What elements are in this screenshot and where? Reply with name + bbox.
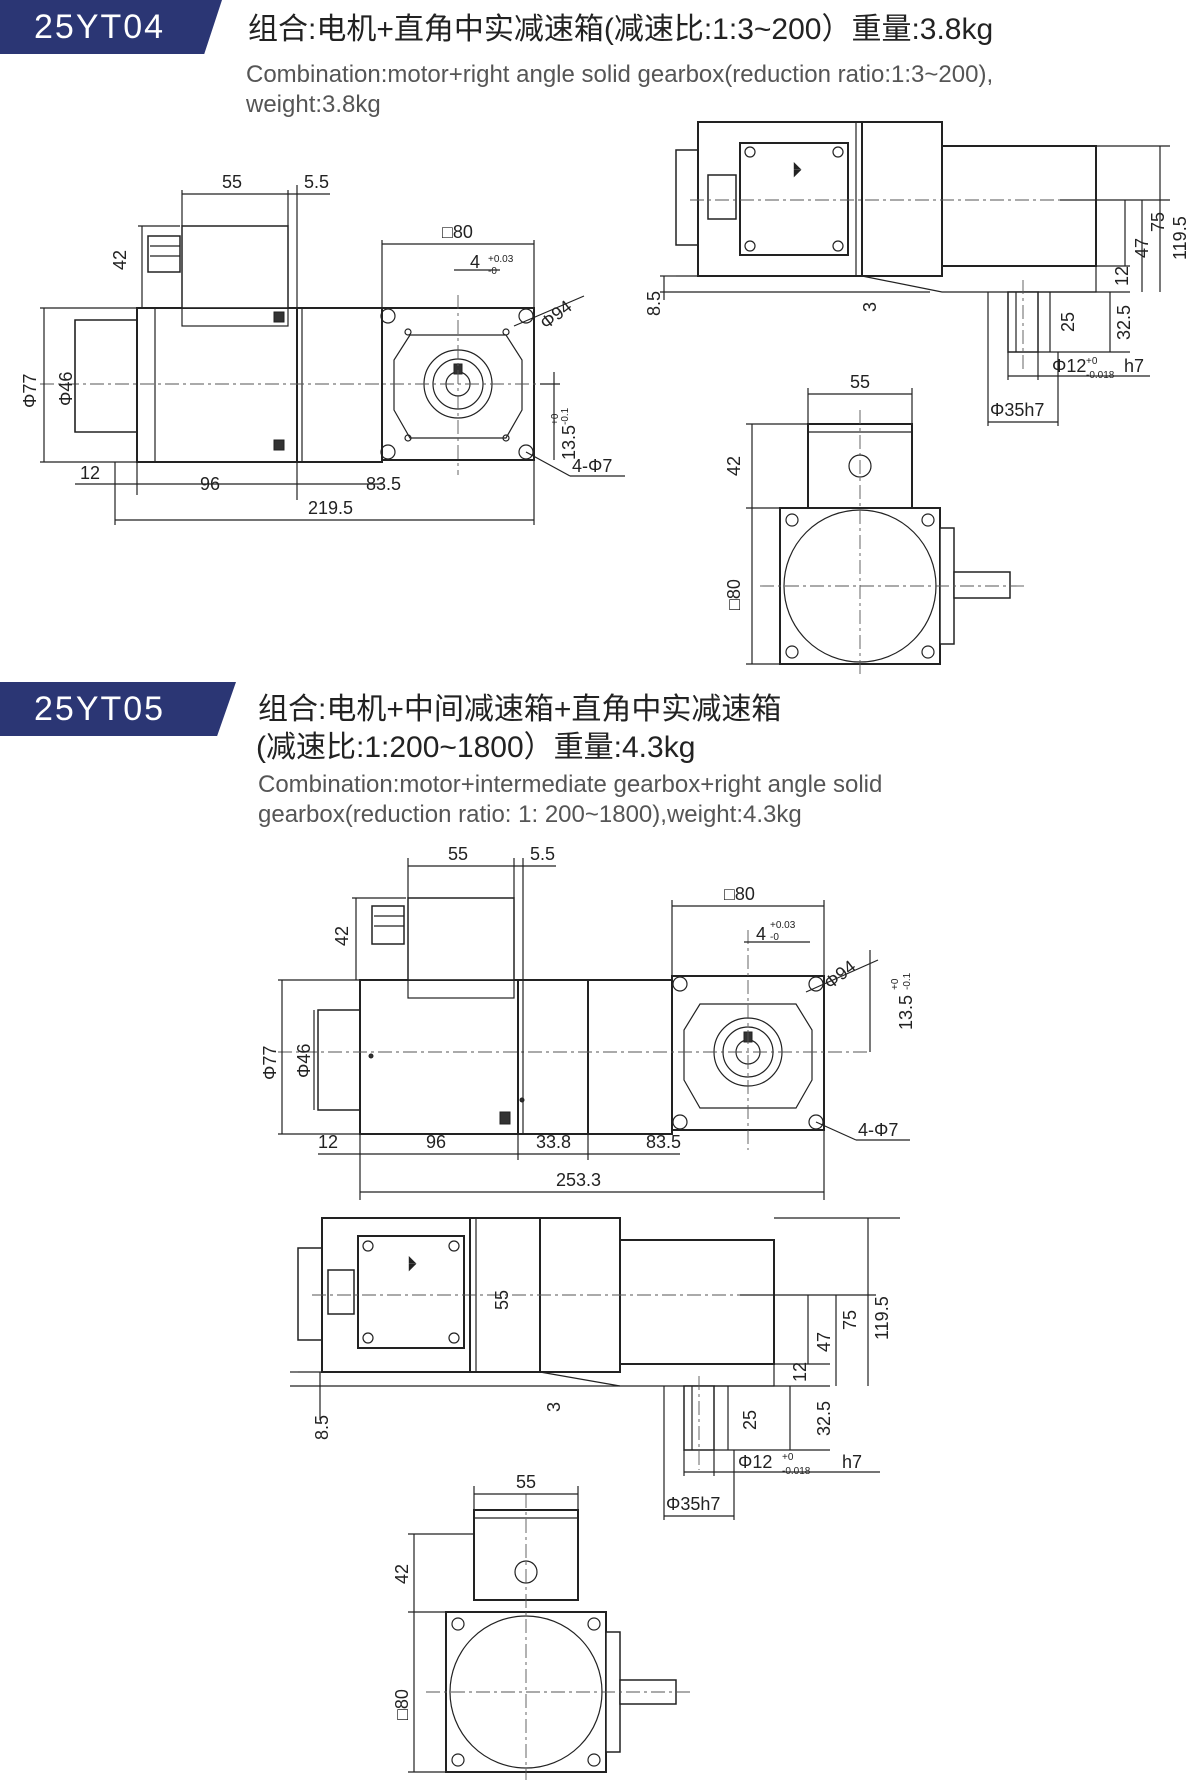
svg-text:+0.03: +0.03 [488,254,514,265]
svg-text:-0.018: -0.018 [1086,370,1115,381]
title-en-25yt04-line2: weight:3.8kg [246,91,381,118]
dim-13-5: 13.5 [559,425,579,460]
svg-text:-0: -0 [770,932,779,943]
dim-phi77: Φ77 [20,374,40,408]
title-en-25yt05-line1: Combination:motor+intermediate gearbox+r… [258,771,883,798]
title-en-25yt05-line2: gearbox(reduction ratio: 1: 200~1800),we… [258,801,802,828]
svg-text:h7: h7 [842,1452,862,1472]
svg-text:-0: -0 [488,266,497,277]
dim-sq80: □80 [724,579,744,610]
dim-4-phi7: 4-Φ7 [572,456,612,476]
dim-55: 55 [492,1290,512,1310]
dim-12: 12 [80,463,100,483]
model-badge-25yt04: 25YT04 [0,0,222,54]
model-badge-25yt05: 25YT05 [0,682,236,736]
svg-text:-0.1: -0.1 [902,972,913,990]
dim-3: 3 [544,1402,564,1412]
title-cn-25yt05-line1: 组合:电机+中间减速箱+直角中实减速箱 [258,693,782,726]
dim-phi35h7: Φ35h7 [990,400,1044,420]
dim-12: 12 [318,1132,338,1152]
yt05-top-view: ◢◣ 119.5 75 47 12 32.5 25 55 8.5 3 Φ12 +… [290,1217,900,1520]
dim-32-5: 32.5 [1114,305,1134,340]
title-en-25yt04-line1: Combination:motor+right angle solid gear… [246,61,994,88]
dim-4: 4 [756,924,766,944]
dim-32-5: 32.5 [814,1401,834,1436]
dim-33-8: 33.8 [536,1132,571,1152]
dim-12: 12 [1112,266,1132,286]
dim-96: 96 [426,1132,446,1152]
svg-text:+0.03: +0.03 [770,920,796,931]
dim-phi94: Φ94 [820,956,859,993]
dim-3: 3 [860,302,880,312]
dim-5-5: 5.5 [530,844,555,864]
yt05-front-view: 55 42 □80 [392,1472,694,1780]
title-cn-25yt05-line2: (减速比:1:200~1800）重量:4.3kg [256,731,696,764]
svg-text:h7: h7 [1124,356,1144,376]
svg-text:+0: +0 [1086,356,1098,367]
dim-25: 25 [740,1410,760,1430]
yt05-side-view: 55 5.5 42 Φ77 Φ46 □80 4 +0.03 -0 Φ94 13.… [260,844,916,1200]
title-cn-25yt04: 组合:电机+直角中实减速箱(减速比:1:3~200）重量:3.8kg [248,13,994,46]
dim-phi46: Φ46 [294,1044,314,1078]
yt04-side-view: 55 5.5 42 Φ77 Φ46 □80 4 +0.03 -0 Φ94 13.… [20,172,625,525]
dim-47: 47 [814,1332,834,1352]
dim-8-5: 8.5 [644,291,664,316]
brand-logo: ◢◣ [407,1256,418,1272]
dim-sq80: □80 [724,884,755,904]
dim-4: 4 [470,252,480,272]
svg-text:-0.018: -0.018 [782,1466,811,1477]
model-label: 25YT05 [34,689,166,728]
dim-75: 75 [1148,212,1168,232]
svg-text:+0: +0 [550,413,561,425]
dim-phi77: Φ77 [260,1046,280,1080]
dim-phi35h7: Φ35h7 [666,1494,720,1514]
svg-text:+0: +0 [782,1452,794,1463]
dim-42: 42 [724,456,744,476]
dim-219-5: 219.5 [308,498,353,518]
brand-logo: ◢◣ [792,162,803,178]
dim-sq80: □80 [392,1689,412,1720]
dim-phi12: Φ12 [738,1452,772,1472]
dim-83-5: 83.5 [366,474,401,494]
dim-55: 55 [516,1472,536,1492]
svg-text:-0.1: -0.1 [560,407,571,425]
dim-253-3: 253.3 [556,1170,601,1190]
model-label: 25YT04 [34,7,166,46]
dim-42: 42 [332,926,352,946]
dim-phi46: Φ46 [56,372,76,406]
dim-55: 55 [448,844,468,864]
dim-55: 55 [222,172,242,192]
dim-phi12: Φ12 [1052,356,1086,376]
dim-4-phi7: 4-Φ7 [858,1120,898,1140]
dim-8-5: 8.5 [312,1415,332,1440]
svg-text:+0: +0 [890,978,901,990]
dim-25: 25 [1058,312,1078,332]
dim-55: 55 [850,372,870,392]
dim-13-5: 13.5 [896,995,916,1030]
dim-5-5: 5.5 [304,172,329,192]
dim-sq80: □80 [442,222,473,242]
dim-119-5: 119.5 [872,1296,892,1340]
dim-12: 12 [790,1362,810,1382]
dim-83-5: 83.5 [646,1132,681,1152]
yt04-front-view: 55 42 □80 [724,372,1028,676]
dim-42: 42 [392,1564,412,1584]
dim-75: 75 [840,1310,860,1330]
dim-119-5: 119.5 [1170,216,1190,260]
yt04-top-view: ◢◣ 119.5 75 47 12 32.5 25 8.5 3 Φ12 +0 -… [644,121,1190,426]
dim-47: 47 [1132,238,1152,258]
dim-96: 96 [200,474,220,494]
dim-42: 42 [110,250,130,270]
